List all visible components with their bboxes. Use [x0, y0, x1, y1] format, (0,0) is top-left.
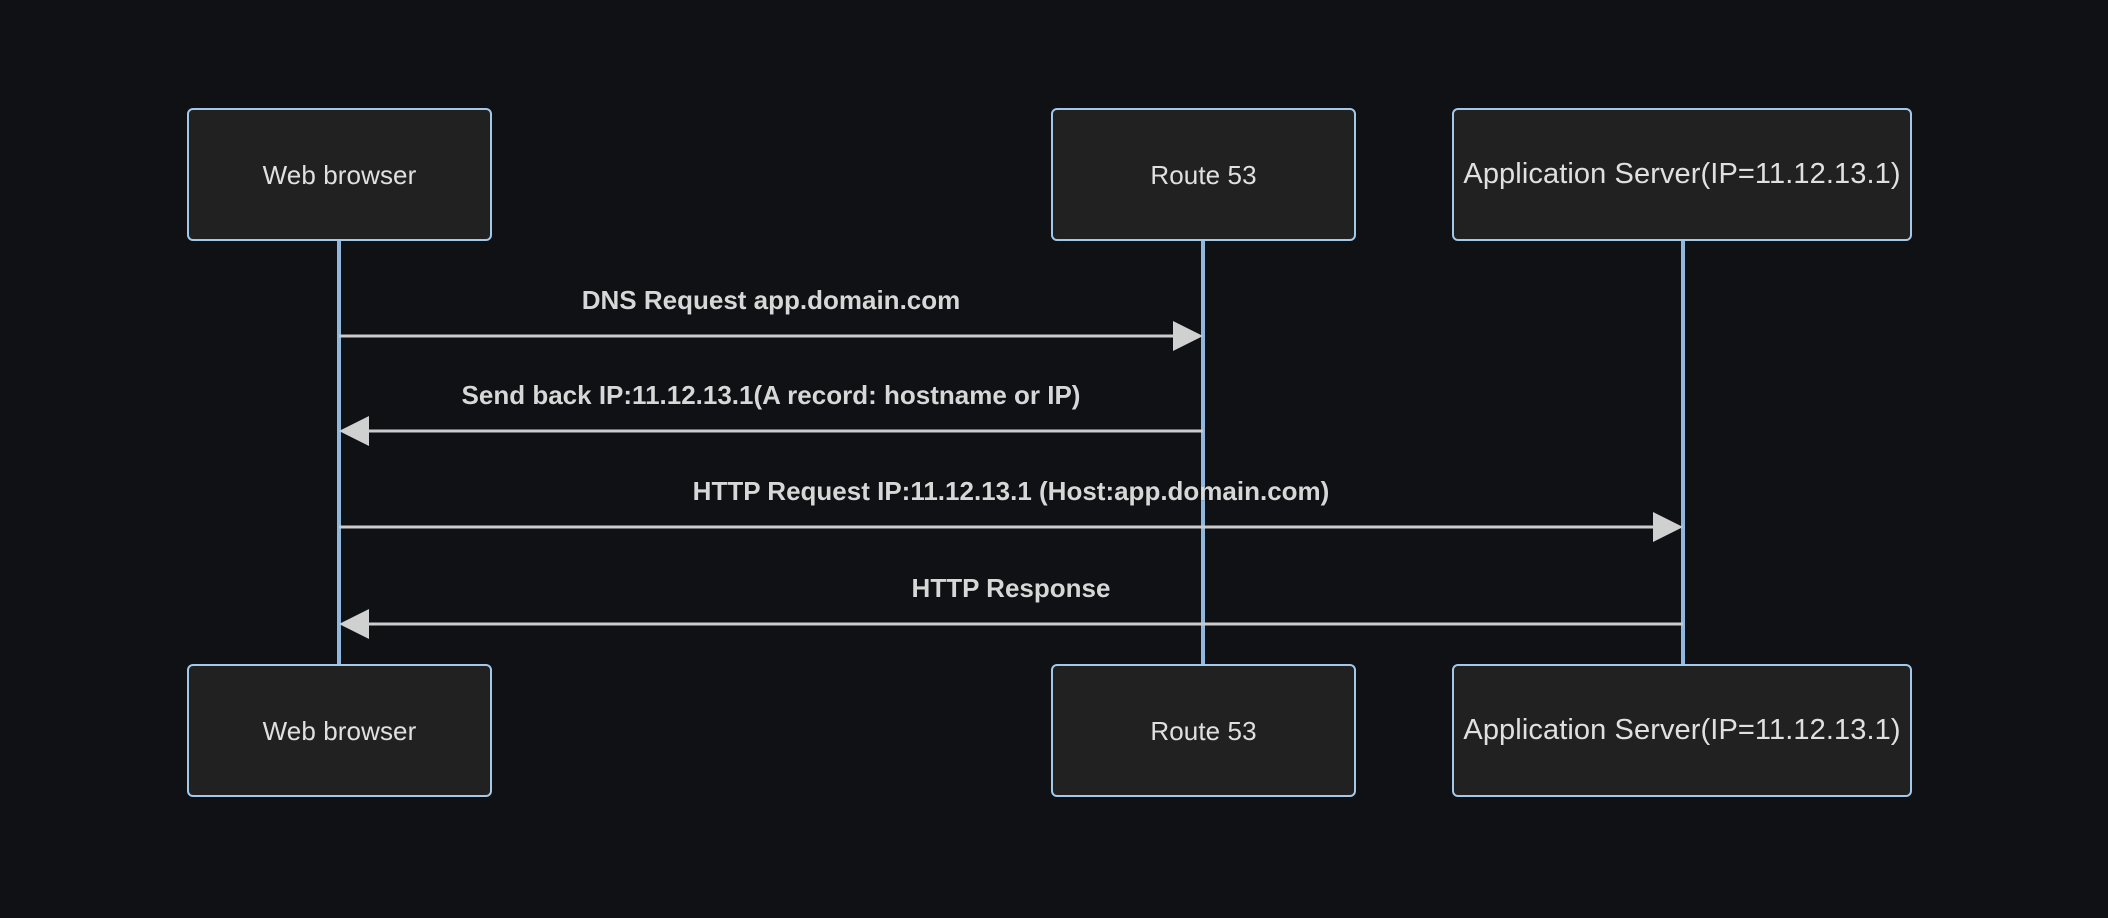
- message-arrowhead-4: [339, 609, 369, 639]
- participant-box-top-web-browser[interactable]: Web browser: [187, 108, 492, 241]
- participant-label-application-server: Application Server(IP=11.12.13.1): [1463, 714, 1901, 746]
- participant-label-route-53: Route 53: [1150, 159, 1257, 190]
- participant-box-bottom-web-browser[interactable]: Web browser: [187, 664, 492, 797]
- message-arrowhead-1: [1173, 321, 1203, 351]
- participant-label-web-browser: Web browser: [262, 159, 417, 190]
- message-arrows-group: [339, 321, 1683, 639]
- message-arrowhead-3: [1653, 512, 1683, 542]
- participant-label-route-53: Route 53: [1150, 715, 1257, 746]
- message-arrowhead-2: [339, 416, 369, 446]
- message-label-4: HTTP Response: [911, 573, 1111, 603]
- participant-box-top-application-server[interactable]: Application Server(IP=11.12.13.1): [1452, 108, 1912, 241]
- message-label-3: HTTP Request IP:11.12.13.1 (Host:app.dom…: [692, 476, 1330, 506]
- participant-label-application-server: Application Server(IP=11.12.13.1): [1463, 158, 1901, 190]
- participant-box-bottom-application-server[interactable]: Application Server(IP=11.12.13.1): [1452, 664, 1912, 797]
- participant-box-bottom-route-53[interactable]: Route 53: [1051, 664, 1356, 797]
- participant-box-top-route-53[interactable]: Route 53: [1051, 108, 1356, 241]
- message-label-2: Send back IP:11.12.13.1(A record: hostna…: [461, 380, 1081, 410]
- message-label-1: DNS Request app.domain.com: [581, 285, 961, 315]
- participant-label-web-browser: Web browser: [262, 715, 417, 746]
- lifelines-group: [337, 241, 1685, 664]
